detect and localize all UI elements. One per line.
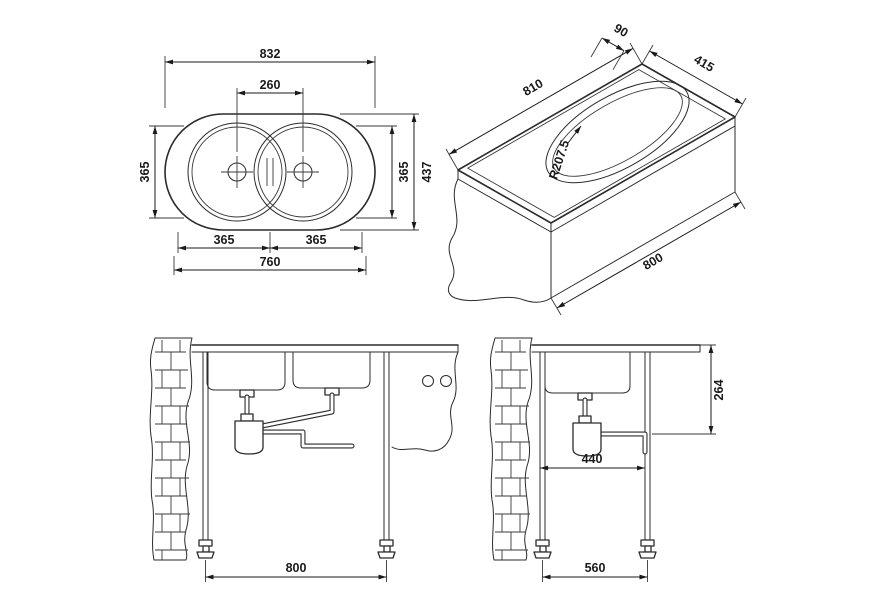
front-right-foot-top xyxy=(379,539,394,547)
side-legs xyxy=(539,351,651,541)
front-view-cabinet xyxy=(191,344,459,541)
side-waste-pipe-outline xyxy=(598,431,648,455)
left-drain-crosshair xyxy=(221,156,253,188)
front-trap-neck xyxy=(240,413,254,422)
ext-lines-90 xyxy=(590,37,625,70)
front-view-plumbing xyxy=(234,387,355,455)
side-view-wall xyxy=(489,337,533,561)
dim-line-800-iso xyxy=(556,201,742,309)
iso-sink-body xyxy=(447,63,736,303)
side-front-foot-stem xyxy=(539,545,547,553)
iso-dimensions: 810 90 415 R207.5 800 xyxy=(445,21,747,316)
side-back-foot-base xyxy=(638,551,657,559)
front-bottle-trap xyxy=(234,420,264,455)
dim-label-832: 832 xyxy=(260,47,281,61)
dim-label-800-iso: 800 xyxy=(640,250,665,273)
side-trap-neck xyxy=(578,415,592,424)
iso-top-face xyxy=(457,63,736,224)
side-bottle-trap xyxy=(572,422,602,457)
sink-outer-rim xyxy=(164,113,376,231)
bowl-divider-lines xyxy=(266,158,274,186)
right-drain-crosshair xyxy=(287,156,319,188)
front-view-dimensions: 800 xyxy=(205,560,387,582)
supply-pipe-left xyxy=(422,375,434,387)
side-view-feet xyxy=(533,539,657,559)
front-view: 800 xyxy=(149,337,459,582)
radius-leader-arrow xyxy=(567,125,582,144)
side-back-foot-stem xyxy=(644,545,652,553)
dim-label-365-bottom-right: 365 xyxy=(306,233,327,247)
side-back-foot-top xyxy=(640,539,655,547)
dim-label-264: 264 xyxy=(712,380,726,401)
side-view-cabinet xyxy=(531,344,701,541)
dim-line-810 xyxy=(448,47,634,155)
ext-lines-264 xyxy=(652,344,716,435)
dim-label-260: 260 xyxy=(260,78,281,92)
dim-line-90 xyxy=(601,37,625,52)
side-view-dimensions: 264 440 560 xyxy=(540,344,726,582)
side-front-foot-base xyxy=(533,551,552,559)
side-view-plumbing xyxy=(572,392,648,457)
ext-lines-415 xyxy=(641,44,747,118)
dim-label-800-front: 800 xyxy=(286,561,307,575)
iso-broken-panel xyxy=(447,178,552,303)
front-right-bowl-section xyxy=(292,351,371,389)
dim-label-365-right: 365 xyxy=(397,162,411,183)
ext-lines-800-iso xyxy=(550,191,746,316)
front-pipe-right xyxy=(260,393,334,428)
front-countertop-lower xyxy=(191,344,459,353)
front-view-wall xyxy=(149,337,193,561)
side-front-foot-top xyxy=(535,539,550,547)
top-view-dimensions: 832 260 365 365 437 365 365 760 xyxy=(138,47,434,275)
dim-label-90: 90 xyxy=(611,21,630,40)
supply-pipe-right xyxy=(440,375,452,387)
front-wall-section-right xyxy=(391,351,459,452)
side-view: 264 440 560 xyxy=(489,337,726,582)
dim-label-560: 560 xyxy=(585,561,606,575)
front-left-foot-top xyxy=(198,539,213,547)
front-left-foot-stem xyxy=(202,545,210,553)
dim-label-437: 437 xyxy=(420,162,434,183)
front-right-foot-base xyxy=(377,551,396,559)
side-bowl-section xyxy=(544,351,631,394)
front-view-feet xyxy=(196,539,396,559)
front-left-foot-base xyxy=(196,551,215,559)
front-right-foot-stem xyxy=(383,545,391,553)
front-pipe-right-outline xyxy=(259,392,335,429)
isometric-view: 810 90 415 R207.5 800 xyxy=(445,21,747,316)
dim-label-365-left: 365 xyxy=(138,162,152,183)
top-view: 832 260 365 365 437 365 365 760 xyxy=(138,47,434,275)
iso-slab-thickness xyxy=(457,116,736,233)
front-waste-pipe-outline xyxy=(259,429,355,449)
ext-lines-260 xyxy=(236,88,304,152)
side-waste-pipe xyxy=(599,432,647,454)
ext-lines-832 xyxy=(164,56,376,108)
front-legs xyxy=(202,351,390,541)
ext-lines-365-bottom xyxy=(177,232,363,253)
dim-label-415: 415 xyxy=(691,52,716,75)
dim-label-440: 440 xyxy=(582,452,603,466)
ext-lines-810 xyxy=(445,42,643,171)
side-countertop-lower xyxy=(531,344,701,353)
ext-lines-365-right xyxy=(356,125,397,219)
ext-lines-437 xyxy=(340,113,419,231)
iso-frame-legs xyxy=(550,125,736,299)
dim-label-radius: R207.5 xyxy=(546,138,572,181)
front-waste-pipe xyxy=(260,430,354,448)
dim-label-760: 760 xyxy=(260,255,281,269)
ext-lines-365-left xyxy=(149,125,184,219)
dim-line-415 xyxy=(649,50,743,105)
dim-label-365-bottom-left: 365 xyxy=(214,233,235,247)
dim-label-810: 810 xyxy=(520,76,545,99)
top-view-sink-outline xyxy=(164,113,376,231)
front-left-bowl-section xyxy=(206,351,286,391)
